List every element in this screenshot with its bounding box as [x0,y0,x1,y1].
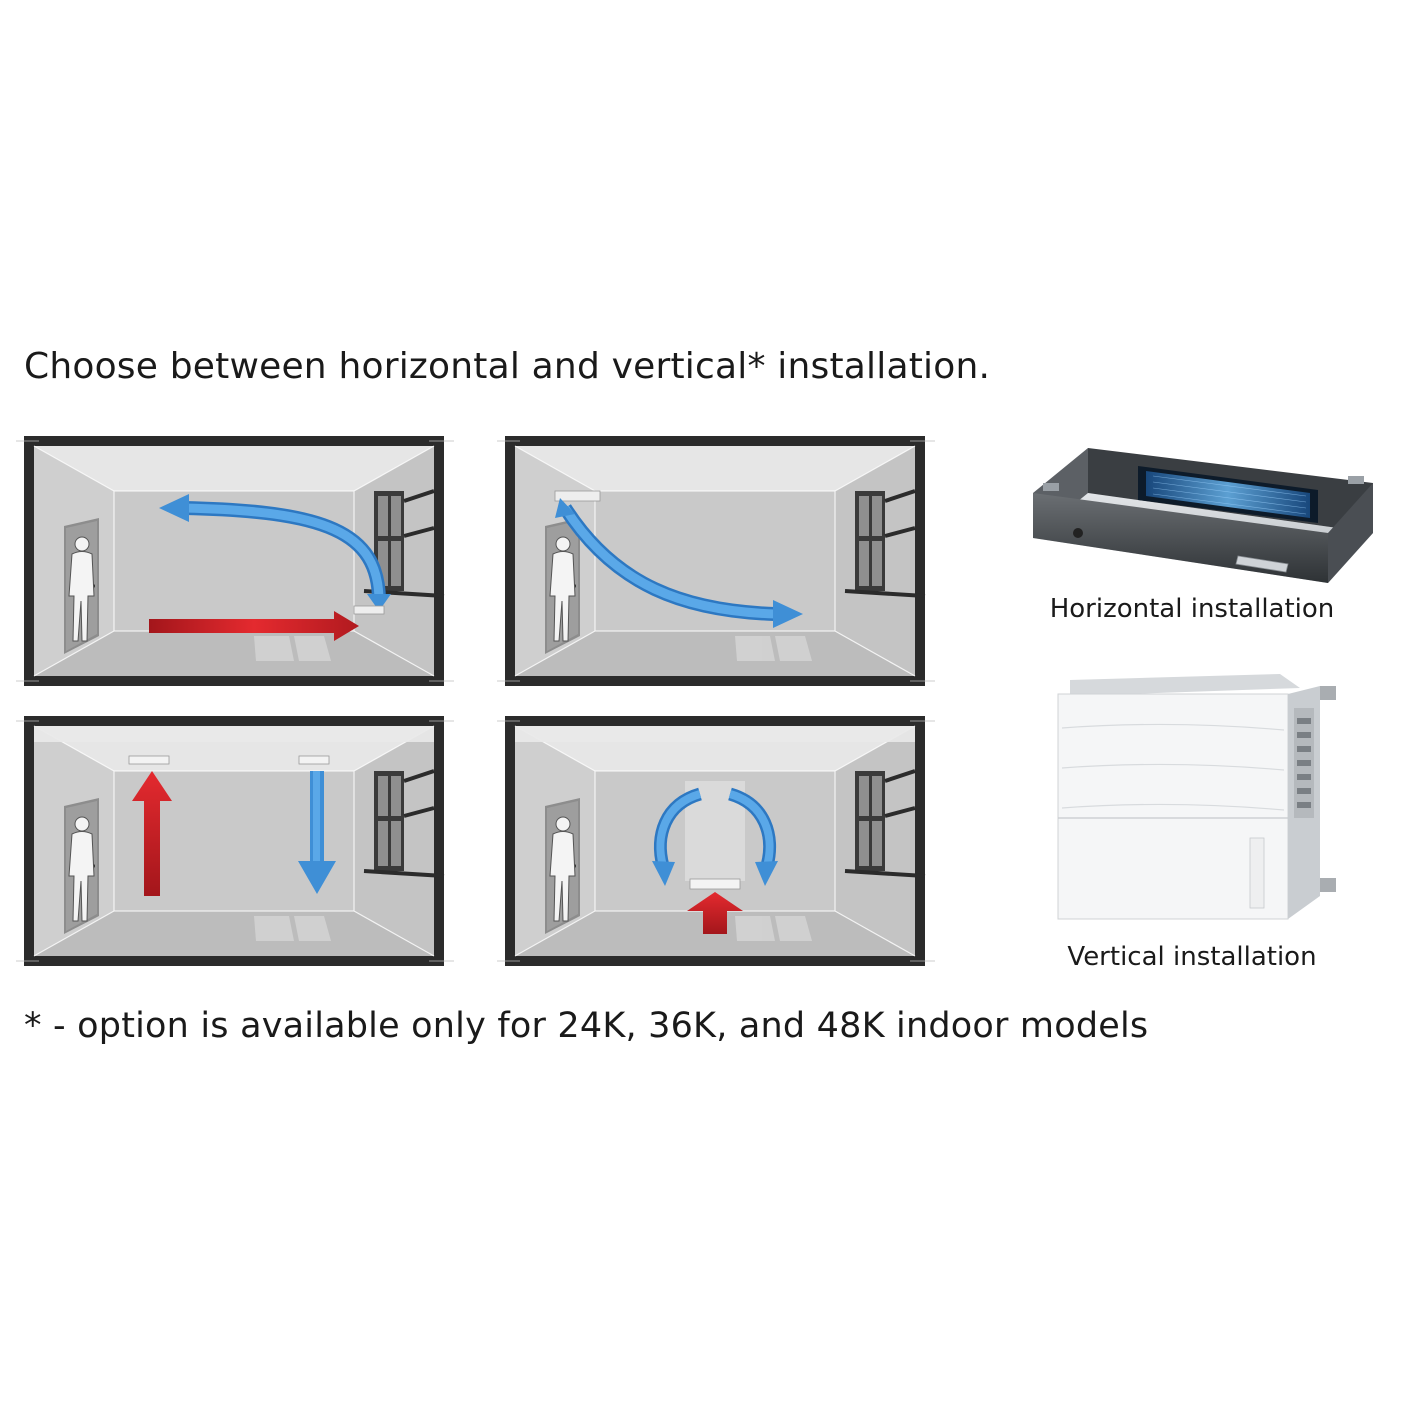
room-diagram-horizontal-high-supply [495,434,945,696]
footnote: * - option is available only for 24K, 36… [24,1006,1149,1046]
vertical-installation-caption: Vertical installation [1067,942,1317,972]
supply-grille [298,755,330,765]
room-diagram-ceiling-supply-return [14,714,464,976]
vertical-duct-unit-icon [1057,674,1336,920]
horizontal-duct-unit-image [1028,438,1378,588]
cool-air-arrow-icon [298,771,336,894]
cool-air-arrow-icon [652,787,778,886]
cool-air-arrow-icon [555,498,803,628]
room-diagram-svg [14,434,456,688]
supply-grille [554,490,601,502]
horizontal-duct-unit-icon [1033,448,1373,583]
vertical-unit-grille [689,878,741,890]
headline: Choose between horizontal and vertical* … [24,346,991,387]
cool-air-arrow-icon [159,494,391,611]
room-diagram-vertical-unit [495,714,945,976]
warm-air-arrow-icon [687,892,743,934]
room-diagram-svg [495,714,937,968]
warm-air-arrow-icon [132,771,172,896]
return-grille [353,605,385,615]
room-diagram-svg [14,714,456,968]
vertical-duct-unit-image [1050,668,1350,928]
warm-air-arrow-icon [149,611,359,641]
room-diagram-svg [495,434,937,688]
room-diagram-horizontal-low-return [14,434,464,696]
horizontal-installation-caption: Horizontal installation [1049,594,1335,624]
return-grille [128,755,170,765]
